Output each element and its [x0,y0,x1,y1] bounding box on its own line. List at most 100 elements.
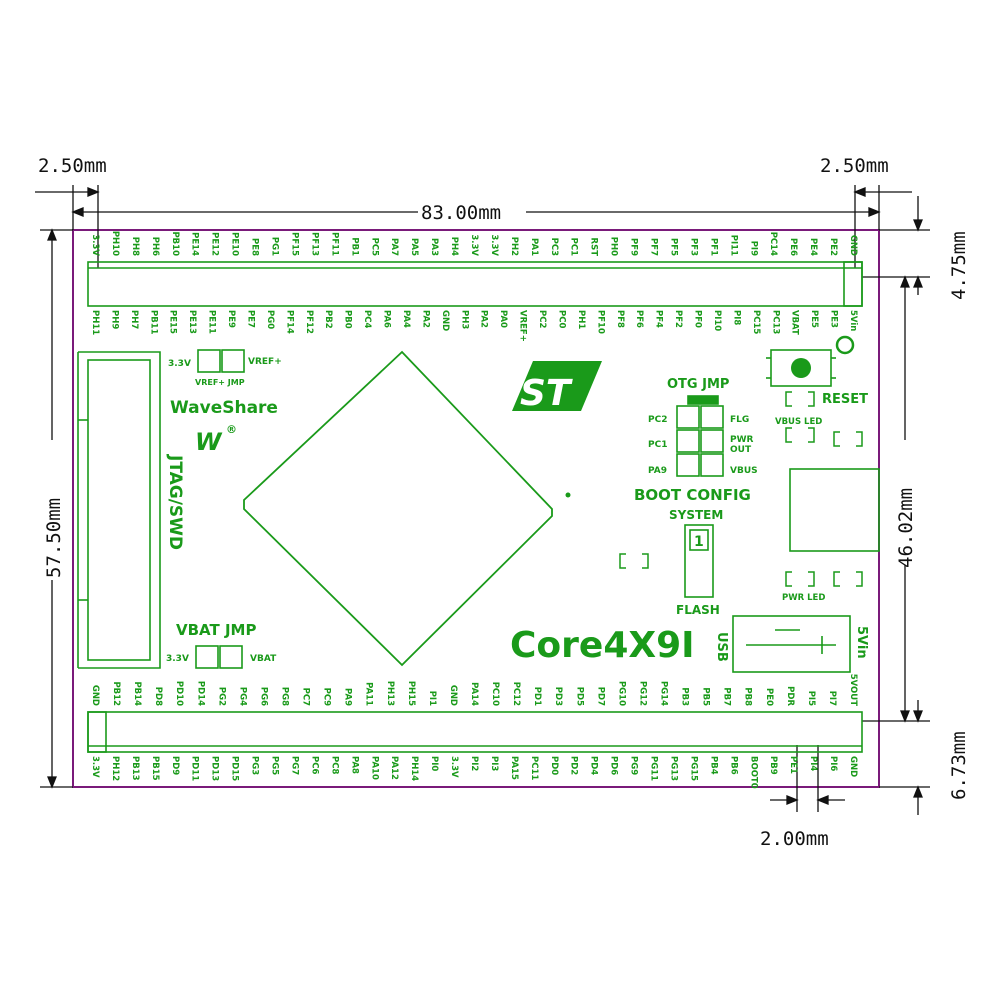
pin-label: PG15 [688,756,698,781]
pin-label: PH0 [609,237,619,256]
pin-label: PE1 [788,756,798,774]
pin-label: PD0 [549,756,559,775]
otg-out-label: OUT [730,445,752,455]
pin-label: PA9 [343,688,353,706]
pin-label: PB14 [132,681,142,706]
pin-label: PG10 [616,681,626,706]
pin-label: PG2 [216,687,226,706]
pin-label: 3.3V [90,234,100,256]
pin-label: PI10 [712,310,722,331]
pin-label: PC14 [768,232,778,256]
pin-label: PA2 [420,310,430,328]
board-height-dimension: 57.50mm [43,498,65,578]
pin-label: PD7 [595,687,605,706]
pin-label: PDR [785,686,795,706]
pin-label: PE3 [829,310,839,328]
pin-label: PD2 [569,756,579,775]
pin-label: PB7 [722,687,732,706]
pin-label: PI5 [806,691,816,706]
pin-label: PI6 [828,756,838,771]
pin-label: PA5 [409,238,419,256]
pin-label: PF1 [708,238,718,256]
pin-label: PI0 [429,756,439,771]
pin-label: PE10 [230,232,240,256]
pin-label: PG0 [265,310,275,329]
pin-label: PB12 [111,681,121,706]
pin-label: PE0 [764,688,774,706]
vbat-jumper-title: VBAT JMP [176,621,256,639]
pin-label: PI2 [469,756,479,771]
pin-label: 5Vin [848,310,858,331]
pwr-led-label: PWR LED [782,593,825,603]
pin-label: PB10 [170,231,180,256]
pin-label: PG4 [237,687,247,706]
otg-pc2-label: PC2 [648,415,667,425]
pin-label: PD14 [195,681,205,706]
pin-label: PB8 [743,687,753,706]
otg-vbus-label: VBUS [730,466,758,476]
pin-label: PF12 [304,310,314,334]
pin-label: PH6 [150,237,160,256]
pin-label: PD11 [190,756,200,781]
pin-label: PG8 [280,687,290,706]
pin1-marker [565,492,571,498]
pin-label: PE12 [210,232,220,256]
usb-connector [789,468,880,552]
pin-label: PF2 [673,310,683,328]
pin-pitch-dimension: 2.00mm [760,828,829,850]
pin-label: PE13 [187,310,197,334]
pin-label: PC6 [309,756,319,774]
pin-label: PC9 [322,688,332,706]
usb-label: USB [714,632,729,662]
pin-label: PC15 [751,310,761,334]
pin-label: GND [448,685,458,706]
pin-label: PG6 [258,687,268,706]
reset-label: RESET [822,392,868,407]
pin-label: PH13 [385,681,395,706]
vbat-jumper-left-label: 3.3V [166,654,189,664]
vbat-jumper-right-label: VBAT [250,654,277,664]
pin-label: PH4 [449,237,459,256]
pin-label: PH8 [130,237,140,256]
pin-label: PC4 [362,310,372,328]
pin-label: PI9 [748,241,758,256]
right-margin-dimension: 2.50mm [820,155,889,177]
pin-label: PG7 [290,756,300,775]
pin-label: PE5 [809,310,819,328]
board-name: Core4X9I [510,625,695,666]
pin-label: RST [589,238,599,257]
pin-label: PG12 [637,681,647,706]
header-spacing-dimension: 46.02mm [895,488,917,568]
pin-label: PD6 [609,756,619,775]
pin-label: PA15 [509,756,519,780]
reset-button [766,349,836,387]
pin-label: PG13 [669,756,679,781]
pin-label: PF4 [654,310,664,328]
pin-label: PA0 [498,310,508,328]
pin-label: PA1 [529,238,539,256]
pin-label: PC0 [557,310,567,328]
pin-label: PD13 [210,756,220,781]
pin-label: PB1 [349,237,359,256]
pin-label: BOOT0 [748,756,758,789]
pin-label: PB13 [130,756,140,781]
pin-label: PC7 [301,688,311,706]
otg-jumper-title: OTG JMP [667,377,729,392]
pin-label: PG1 [270,237,280,256]
pin-label: PA7 [389,238,399,256]
pin-label: PB4 [708,756,718,775]
pin-label: PD3 [553,687,563,706]
pin-label: PD9 [170,756,180,775]
left-margin-dimension: 2.50mm [38,155,107,177]
pin-label: 3.3V [489,234,499,256]
pin-label: PA8 [349,756,359,774]
pin-label: PE4 [808,238,818,256]
boot-system-label: SYSTEM [669,508,723,522]
vref-jumper-right-label: VREF+ [248,357,282,367]
waveshare-logo-icon: W [195,428,223,456]
